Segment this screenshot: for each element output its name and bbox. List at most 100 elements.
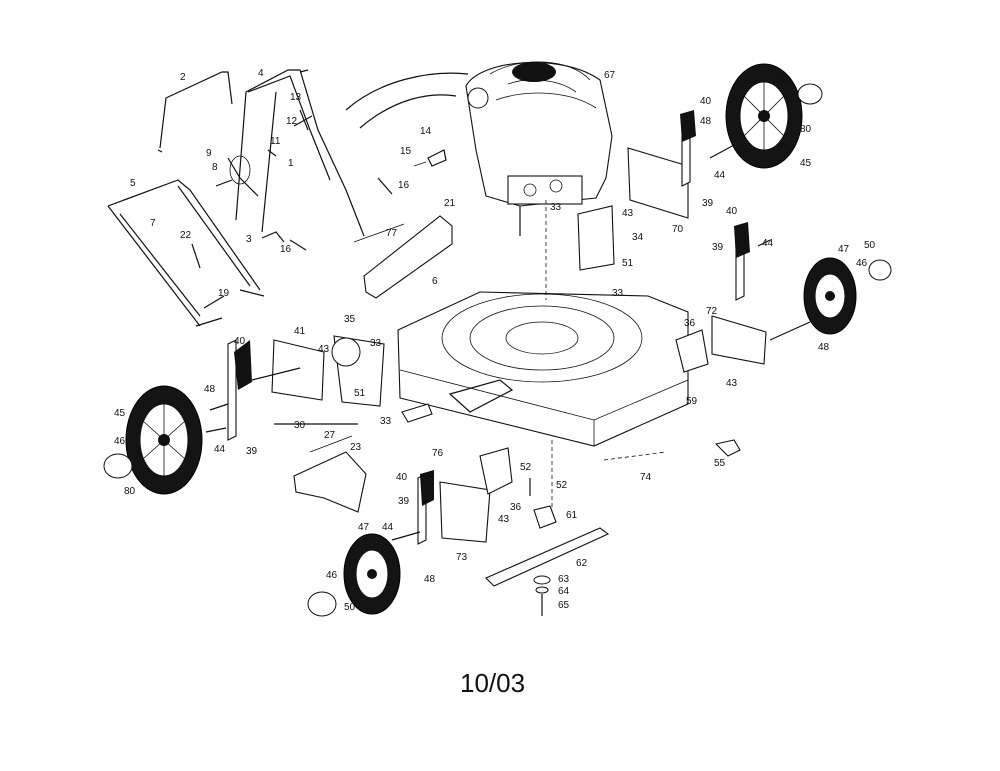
part-36-bracket-left [479, 447, 513, 495]
callout-14: 14 [420, 126, 432, 137]
callout-43-bottom: 43 [498, 514, 510, 525]
part-80-hubcap-right [797, 83, 823, 105]
callout-74: 74 [640, 472, 652, 483]
callout-12: 12 [286, 116, 298, 127]
callout-48-right-rear: 48 [700, 116, 712, 127]
callout-70: 70 [672, 224, 684, 235]
part-50-hubcap-right [868, 259, 892, 281]
part-50-hubcap-left [307, 591, 337, 617]
callout-80-left: 80 [124, 486, 136, 497]
callout-7: 7 [150, 218, 156, 229]
part-9-cable-guide [227, 157, 259, 197]
callout-34: 34 [632, 232, 644, 243]
part-36-bracket-right [675, 329, 709, 373]
callout-50-right: 50 [864, 240, 876, 251]
callout-80-right: 80 [800, 124, 812, 135]
rear-right-wheel-assembly [577, 63, 823, 271]
callout-43-top: 43 [622, 208, 634, 219]
callout-43-right: 43 [726, 378, 738, 389]
part-70-plate [627, 147, 689, 219]
blade-assembly [485, 478, 610, 616]
callout-33-left: 33 [370, 338, 382, 349]
part-21-baffle [363, 215, 453, 299]
callout-45-left: 45 [114, 408, 126, 419]
part-16-knob [377, 177, 393, 195]
callout-30: 30 [294, 420, 306, 431]
part-34-bracket [577, 205, 615, 271]
part-40-grip-left-rear [234, 340, 252, 390]
callout-39-left-front: 39 [398, 496, 410, 507]
part-19-bolt [203, 295, 225, 309]
callout-21: 21 [444, 198, 456, 209]
part-72-plate [711, 315, 767, 365]
callout-4: 4 [258, 68, 264, 79]
callout-3: 3 [246, 234, 252, 245]
callout-33-top: 33 [550, 202, 562, 213]
callout-9: 9 [206, 148, 212, 159]
callout-73: 73 [456, 552, 468, 563]
callout-72: 72 [706, 306, 718, 317]
callout-40-left-front: 40 [396, 472, 408, 483]
callout-39-right-rear: 39 [702, 198, 714, 209]
part-80-hubcap-left [103, 453, 133, 479]
callout-41: 41 [294, 326, 306, 337]
callout-40-left-rear: 40 [234, 336, 246, 347]
callout-36-left: 36 [510, 502, 522, 513]
callout-52-right: 52 [556, 480, 568, 491]
handle-assembly [107, 69, 447, 327]
callout-45-right: 45 [800, 158, 812, 169]
part-64-lockwasher [535, 586, 549, 594]
callout-48-right-front: 48 [818, 342, 830, 353]
part-40-grip-right-front [734, 222, 750, 258]
callout-48-left-front: 48 [424, 574, 436, 585]
part-73-plate [439, 481, 491, 543]
callout-51-right: 51 [622, 258, 634, 269]
callout-48-left-rear: 48 [204, 384, 216, 395]
callout-44-left-rear: 44 [214, 444, 226, 455]
rear-left-wheel-assembly [103, 335, 385, 495]
callout-33-deck: 33 [612, 288, 624, 299]
callout-15: 15 [400, 146, 412, 157]
callout-1: 1 [288, 158, 294, 169]
callout-46-left-front: 46 [326, 570, 338, 581]
callout-47-left: 47 [358, 522, 370, 533]
part-63-washer [533, 575, 551, 585]
callout-59: 59 [686, 396, 698, 407]
part-5-lower-handle [107, 179, 261, 291]
callout-61: 61 [566, 510, 578, 521]
callout-16-upper: 16 [398, 180, 410, 191]
callout-62: 62 [576, 558, 588, 569]
part-41-plate [271, 339, 325, 401]
callout-22: 22 [180, 230, 192, 241]
part-14-clip [427, 149, 447, 167]
callout-23: 23 [350, 442, 362, 453]
callout-46-left-rear: 46 [114, 436, 126, 447]
part-55-plug [714, 439, 741, 457]
front-right-wheel-assembly [675, 222, 892, 373]
part-22-spring [191, 243, 201, 269]
callout-55: 55 [714, 458, 726, 469]
mower-deck [397, 200, 689, 520]
callout-13: 13 [290, 92, 302, 103]
callout-40-right-rear: 40 [700, 96, 712, 107]
part-27-spring [309, 435, 353, 453]
part-76-pad [401, 403, 433, 423]
part-77-bolt [353, 223, 405, 243]
callout-46-right-front: 46 [856, 258, 868, 269]
callout-44-right-rear: 44 [714, 170, 726, 181]
callout-77: 77 [386, 228, 398, 239]
callout-8: 8 [212, 162, 218, 173]
callout-43-left: 43 [318, 344, 330, 355]
throttle-cable [345, 72, 469, 111]
callout-35: 35 [344, 314, 356, 325]
callout-33-bottom: 33 [380, 416, 392, 427]
callout-44-left-front: 44 [382, 522, 394, 533]
callout-27: 27 [324, 430, 336, 441]
callout-40-right-front: 40 [726, 206, 738, 217]
part-39-lever-left-rear [227, 339, 237, 441]
part-2-bail [159, 71, 233, 149]
part-67-engine [465, 61, 613, 236]
callout-50-left: 50 [344, 602, 356, 613]
callout-76: 76 [432, 448, 444, 459]
